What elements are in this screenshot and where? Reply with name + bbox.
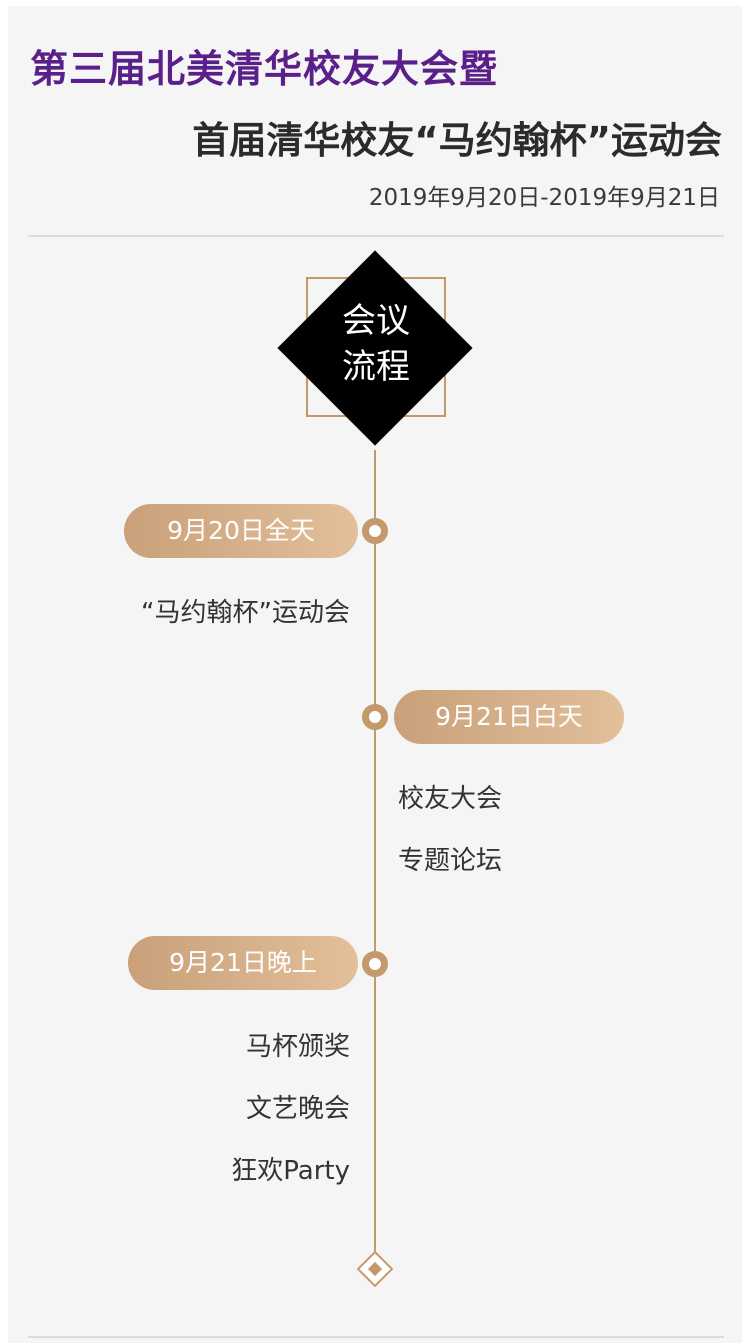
- timeline-item: “马约翰杯”运动会: [141, 598, 350, 628]
- timeline-date-pill-2: 9月21日白天: [394, 690, 624, 744]
- event-title-line2: 首届清华校友“马约翰杯”运动会: [192, 119, 722, 162]
- header-divider: [28, 235, 724, 237]
- timeline-item: 文艺晚会: [245, 1094, 350, 1124]
- timeline-item: 校友大会: [398, 784, 503, 814]
- agenda-badge-line1: 会议: [342, 301, 410, 341]
- timeline-dot-2: [362, 704, 388, 730]
- event-date-range: 2019年9月20日-2019年9月21日: [368, 185, 720, 211]
- timeline-line: [374, 450, 376, 1260]
- timeline-item: 狂欢Party: [231, 1156, 350, 1186]
- agenda-badge-line2: 流程: [342, 347, 410, 387]
- timeline-item: 马杯颁奖: [245, 1032, 350, 1062]
- timeline-dot-3: [362, 951, 388, 977]
- timeline-dot-1: [362, 518, 388, 544]
- timeline-date-pill-3: 9月21日晚上: [128, 936, 358, 990]
- agenda-badge: 会议 流程: [306, 298, 446, 390]
- footer-divider: [28, 1336, 724, 1338]
- event-title-line1: 第三届北美清华校友大会暨: [30, 47, 499, 91]
- timeline-date-pill-1: 9月20日全天: [124, 504, 358, 558]
- timeline-item: 专题论坛: [398, 846, 503, 876]
